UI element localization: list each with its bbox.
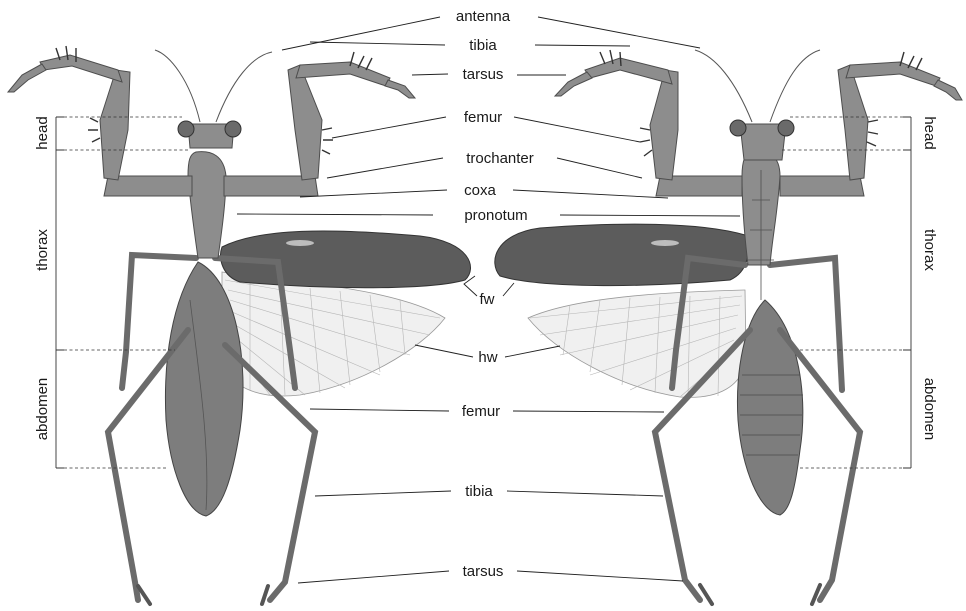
label-tibia-hind: tibia — [465, 483, 493, 500]
left-pronotum — [188, 152, 226, 258]
right-antennae — [695, 50, 820, 122]
left-stigma — [286, 240, 314, 246]
center-labels: antenna tibia tarsus femur trochanter co… — [456, 8, 534, 580]
label-hw: hw — [478, 349, 497, 366]
label-tarsus-fore: tarsus — [463, 66, 504, 83]
left-antennae — [155, 50, 272, 122]
label-thorax-right: thorax — [921, 229, 938, 271]
label-head-right: head — [921, 116, 938, 149]
label-fw: fw — [480, 291, 495, 308]
label-abdomen-right: abdomen — [921, 378, 938, 441]
label-antenna: antenna — [456, 8, 511, 25]
left-mantis-dorsal — [8, 46, 471, 604]
right-mantis-ventral — [495, 50, 962, 604]
left-head — [178, 121, 241, 148]
label-femur-fore: femur — [464, 109, 502, 126]
label-abdomen-left: abdomen — [34, 378, 51, 441]
right-forewing — [495, 224, 748, 285]
label-coxa: coxa — [464, 182, 496, 199]
right-hindwing — [528, 290, 746, 397]
label-tibia-fore: tibia — [469, 37, 497, 54]
label-pronotum: pronotum — [464, 207, 527, 224]
label-thorax-left: thorax — [34, 229, 51, 271]
right-stigma — [651, 240, 679, 246]
label-head-left: head — [34, 116, 51, 149]
label-femur-hind: femur — [462, 403, 500, 420]
right-head — [730, 120, 794, 160]
label-tarsus-hind: tarsus — [463, 563, 504, 580]
label-trochanter: trochanter — [466, 150, 534, 167]
